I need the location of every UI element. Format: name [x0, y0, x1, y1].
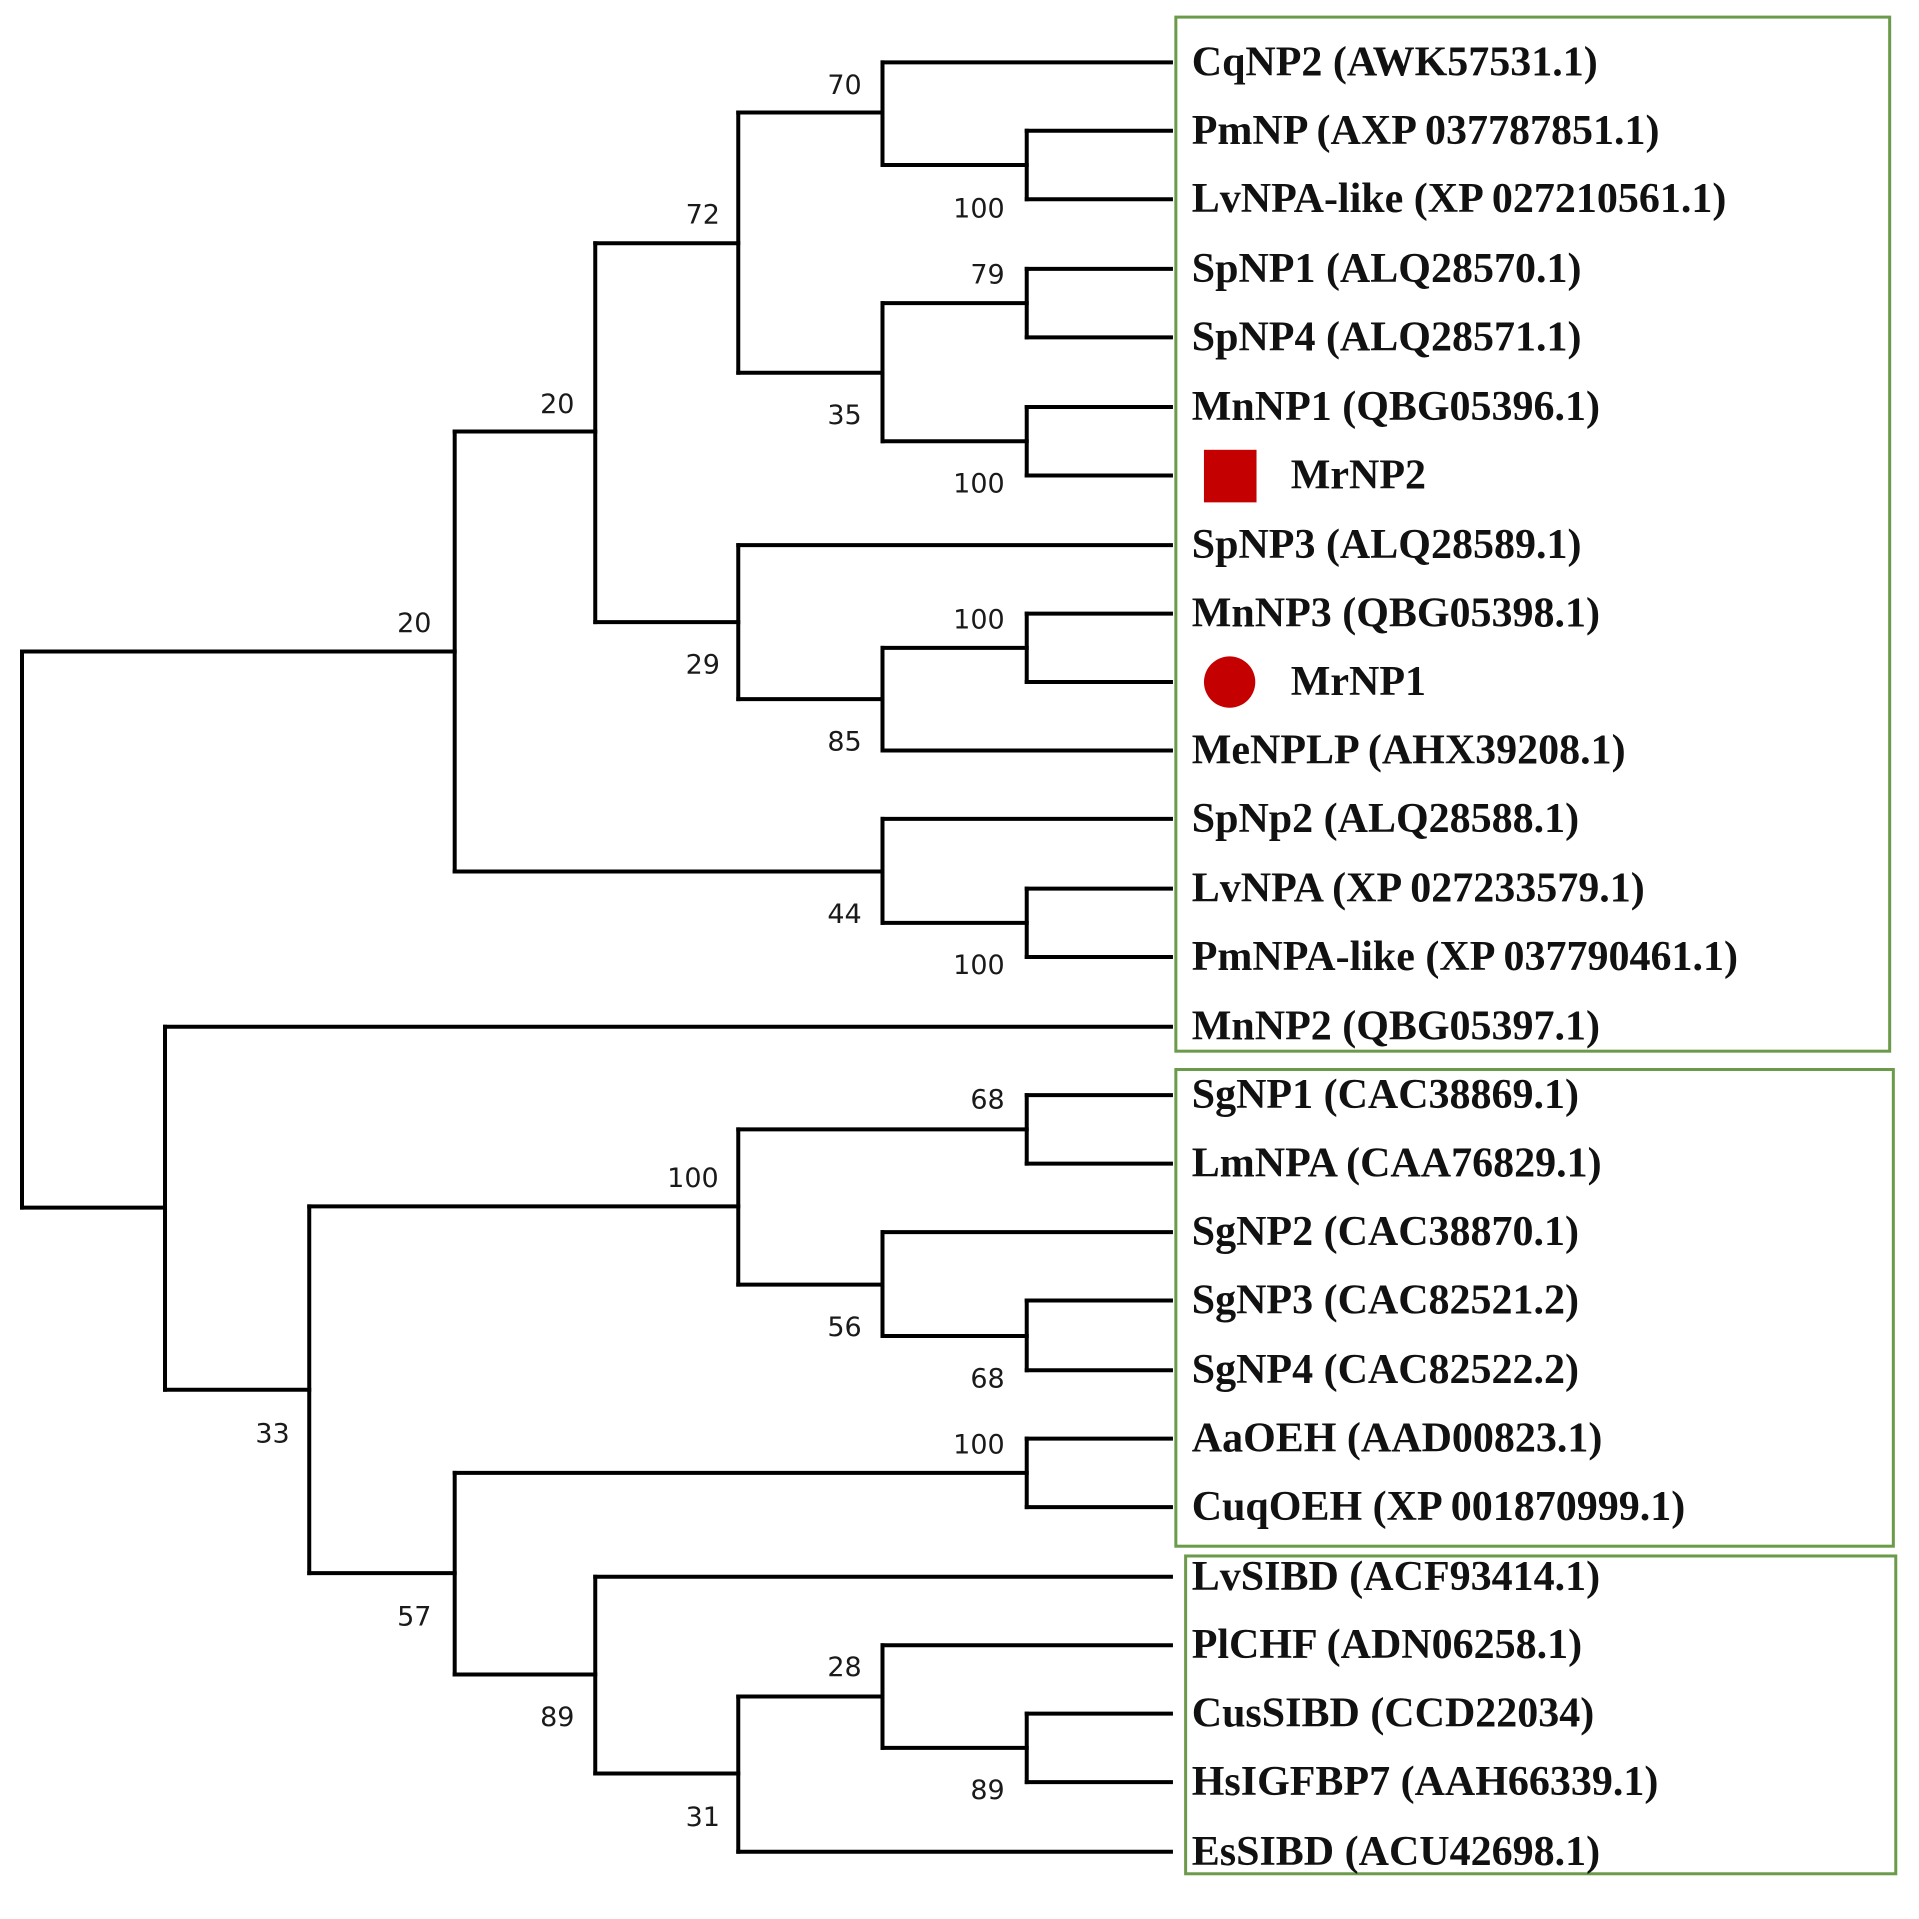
- bootstrap-value: 20: [540, 389, 574, 420]
- leaf-label: MrNP2: [1291, 452, 1426, 498]
- leaf-label: SgNP4 (CAC82522.2): [1192, 1347, 1579, 1393]
- leaf-label: PmNP (AXP 037787851.1): [1192, 108, 1660, 154]
- bootstrap-value: 31: [686, 1802, 720, 1833]
- bootstrap-value: 89: [970, 1775, 1004, 1806]
- leaf-label: CuqOEH (XP 001870999.1): [1192, 1484, 1686, 1530]
- bootstrap-value: 89: [540, 1702, 574, 1733]
- leaf-label: CqNP2 (AWK57531.1): [1192, 39, 1598, 85]
- bootstrap-value: 29: [686, 649, 720, 680]
- bootstrap-value: 100: [953, 194, 1005, 225]
- leaf-labels: CqNP2 (AWK57531.1) PmNP (AXP 037787851.1)…: [1192, 39, 1738, 1874]
- leaf-label: PlCHF (ADN06258.1): [1192, 1622, 1582, 1668]
- bootstrap-value: 100: [667, 1163, 719, 1194]
- bootstrap-value: 68: [970, 1363, 1004, 1394]
- leaf-label: SgNP1 (CAC38869.1): [1192, 1072, 1579, 1118]
- bootstrap-value: 100: [953, 604, 1005, 635]
- group-box-3: [1184, 1554, 1898, 1876]
- bootstrap-value: 20: [397, 608, 431, 639]
- leaf-label: LvNPA-like (XP 027210561.1): [1192, 176, 1727, 222]
- leaf-label: SpNp2 (ALQ28588.1): [1192, 796, 1579, 842]
- leaf-label: CusSIBD (CCD22034): [1192, 1691, 1595, 1737]
- bootstrap-value: 33: [255, 1418, 289, 1449]
- bootstrap-value: 28: [827, 1652, 861, 1683]
- tree-branches: [20, 60, 1173, 1854]
- leaf-label: PmNPA-like (XP 037790461.1): [1192, 934, 1738, 980]
- bootstrap-value: 79: [970, 260, 1004, 291]
- bootstrap-value: 72: [686, 200, 720, 231]
- leaf-label: MrNP1: [1291, 659, 1426, 705]
- group-box-1: [1174, 15, 1892, 1053]
- leaf-label: MnNP1 (QBG05396.1): [1192, 384, 1600, 430]
- leaf-label: LvSIBD (ACF93414.1): [1192, 1554, 1600, 1600]
- leaf-label: SpNP1 (ALQ28570.1): [1192, 246, 1582, 292]
- leaf-label: LvNPA (XP 027233579.1): [1192, 866, 1645, 912]
- bootstrap-value: 68: [970, 1085, 1004, 1116]
- circle-marker-icon: [1203, 656, 1256, 708]
- group-box-2: [1174, 1068, 1895, 1548]
- bootstrap-value: 44: [827, 899, 861, 930]
- leaf-label: SgNP2 (CAC38870.1): [1192, 1209, 1579, 1255]
- leaf-label: AaOEH (AAD00823.1): [1192, 1416, 1603, 1462]
- bootstrap-value: 35: [827, 400, 861, 431]
- bootstrap-value: 70: [827, 70, 861, 101]
- leaf-label: EsSIBD (ACU42698.1): [1192, 1829, 1600, 1875]
- bootstrap-value: 56: [827, 1312, 861, 1343]
- bootstrap-value: 100: [953, 950, 1005, 981]
- square-marker-icon: [1203, 449, 1257, 503]
- leaf-label: SgNP3 (CAC82521.2): [1192, 1278, 1579, 1324]
- bootstrap-value: 100: [953, 469, 1005, 500]
- leaf-label: HsIGFBP7 (AAH66339.1): [1192, 1759, 1659, 1805]
- leaf-label: MeNPLP (AHX39208.1): [1192, 727, 1626, 773]
- group-boxes: [1174, 15, 1898, 1876]
- leaf-label: MnNP3 (QBG05398.1): [1192, 591, 1600, 637]
- bootstrap-value: 57: [397, 1602, 431, 1633]
- leaf-label: SpNP3 (ALQ28589.1): [1192, 522, 1582, 568]
- bootstrap-value: 85: [827, 726, 861, 757]
- leaf-label: MnNP2 (QBG05397.1): [1192, 1004, 1600, 1050]
- leaf-label: SpNP4 (ALQ28571.1): [1192, 314, 1582, 360]
- bootstrap-value: 100: [953, 1429, 1005, 1460]
- bootstrap-values: 70 100 72 79 35 100 20 100 29 85 20 44 100 68 100 56 68 3…: [255, 70, 1004, 1833]
- leaf-label: LmNPA (CAA76829.1): [1192, 1141, 1602, 1187]
